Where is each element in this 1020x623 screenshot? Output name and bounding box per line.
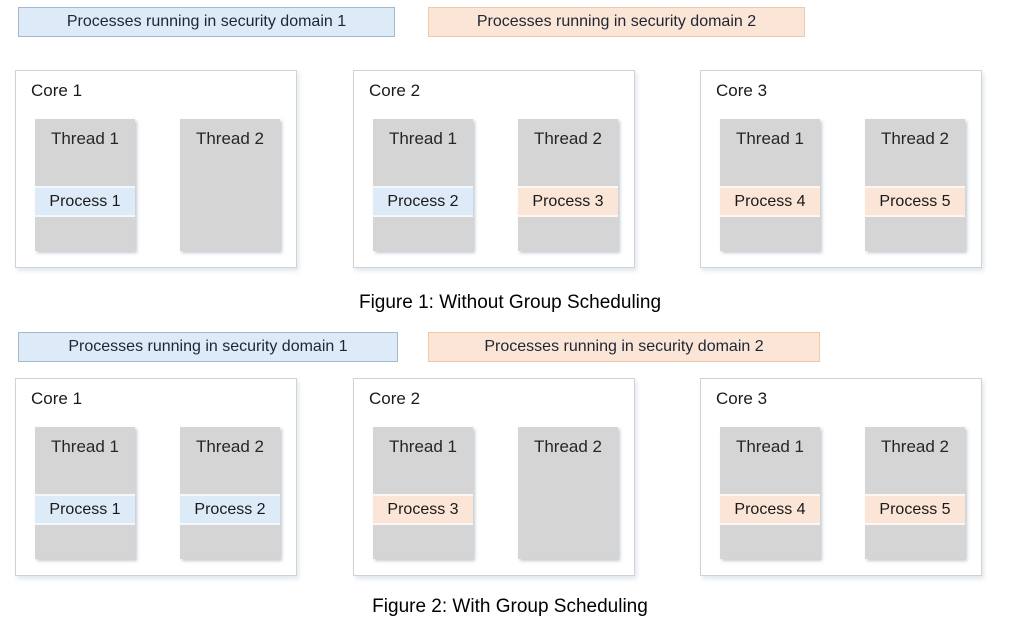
fig1-core2-thread2-process-label: Process 3 xyxy=(532,192,604,210)
fig2-core2-thread1-process: Process 3 xyxy=(373,494,473,525)
fig1-core1-thread1-process-label: Process 1 xyxy=(49,192,121,210)
fig2-core-2: Core 2 Thread 1 Process 3 Thread 2 xyxy=(353,378,635,576)
figure-2-caption: Figure 2: With Group Scheduling xyxy=(372,596,648,617)
fig1-core2-thread-2-label: Thread 2 xyxy=(533,129,603,148)
fig2-core1-thread2-process-label: Process 2 xyxy=(194,500,266,518)
fig2-core3-thread-1-label: Thread 1 xyxy=(735,437,805,456)
fig1-core3-thread-2-label: Thread 2 xyxy=(880,129,950,148)
fig2-core2-thread-2: Thread 2 xyxy=(518,427,618,559)
fig2-core2-thread-1: Thread 1 Process 3 xyxy=(373,427,473,559)
fig1-core-3-label: Core 3 xyxy=(716,81,768,100)
fig1-core1-thread-2-label: Thread 2 xyxy=(195,129,265,148)
fig2-legend-domain-2: Processes running in security domain 2 xyxy=(428,332,820,362)
fig1-core-3: Core 3 Thread 1 Process 4 Thread 2 Proce… xyxy=(700,70,982,268)
fig2-core1-thread2-process: Process 2 xyxy=(180,494,280,525)
figure-1-without-group-scheduling: Processes running in security domain 1 P… xyxy=(15,7,982,313)
fig2-core-3-label: Core 3 xyxy=(716,389,768,408)
fig2-core1-thread-2-label: Thread 2 xyxy=(195,437,265,456)
fig1-core3-thread2-process: Process 5 xyxy=(865,186,965,217)
fig2-core1-thread1-process-label: Process 1 xyxy=(49,500,121,518)
fig1-core3-thread-1: Thread 1 Process 4 xyxy=(720,119,820,251)
fig1-core1-thread-2: Thread 2 xyxy=(180,119,280,251)
figure-1-caption: Figure 1: Without Group Scheduling xyxy=(358,292,662,313)
fig2-core3-thread2-process: Process 5 xyxy=(865,494,965,525)
fig1-core2-thread1-process: Process 2 xyxy=(373,186,473,217)
fig2-core1-thread1-process: Process 1 xyxy=(35,494,135,525)
fig2-core-3: Core 3 Thread 1 Process 4 Thread 2 Proce… xyxy=(700,378,982,576)
fig1-legend-domain-2-label: Processes running in security domain 2 xyxy=(476,13,757,30)
fig1-core2-thread-1: Thread 1 Process 2 xyxy=(373,119,473,251)
fig2-core3-thread-2-label: Thread 2 xyxy=(880,437,950,456)
fig2-core3-thread1-process: Process 4 xyxy=(720,494,820,525)
figure-2-with-group-scheduling: Processes running in security domain 1 P… xyxy=(0,324,1020,623)
fig2-legend-domain-2-label: Processes running in security domain 2 xyxy=(484,338,764,355)
fig1-core-1: Core 1 Thread 1 Process 1 Thread 2 xyxy=(15,70,297,268)
fig1-core2-thread-2: Thread 2 Process 3 xyxy=(518,119,618,251)
fig2-legend-domain-1: Processes running in security domain 1 xyxy=(18,332,398,362)
fig2-core-2-label: Core 2 xyxy=(369,389,421,408)
fig1-core1-thread-1: Thread 1 Process 1 xyxy=(35,119,135,251)
fig1-legend-domain-2: Processes running in security domain 2 xyxy=(428,7,805,37)
fig2-core1-thread-2: Thread 2 Process 2 xyxy=(180,427,280,559)
fig2-core-1-label: Core 1 xyxy=(31,389,83,408)
fig2-legend-domain-1-label: Processes running in security domain 1 xyxy=(68,338,348,355)
fig1-legend-domain-1: Processes running in security domain 1 xyxy=(18,7,395,37)
fig1-core-1-label: Core 1 xyxy=(31,81,83,100)
fig2-core1-thread-1-label: Thread 1 xyxy=(50,437,120,456)
fig2-core2-thread1-process-label: Process 3 xyxy=(387,500,459,518)
fig1-core3-thread2-process-label: Process 5 xyxy=(879,192,951,210)
fig1-core-2: Core 2 Thread 1 Process 2 Thread 2 Proce… xyxy=(353,70,635,268)
fig1-core1-thread1-process: Process 1 xyxy=(35,186,135,217)
fig1-core1-thread-1-label: Thread 1 xyxy=(50,129,120,148)
fig1-core3-thread1-process: Process 4 xyxy=(720,186,820,217)
fig2-core3-thread-2: Thread 2 Process 5 xyxy=(865,427,965,559)
fig1-core2-thread1-process-label: Process 2 xyxy=(387,192,459,210)
fig1-core3-thread-1-label: Thread 1 xyxy=(735,129,805,148)
fig2-core-1: Core 1 Thread 1 Process 1 Thread 2 Proce… xyxy=(15,378,297,576)
fig1-core2-thread2-process: Process 3 xyxy=(518,186,618,217)
fig2-core3-thread-1: Thread 1 Process 4 xyxy=(720,427,820,559)
fig2-core3-thread2-process-label: Process 5 xyxy=(879,500,951,518)
fig2-core2-thread-2-label: Thread 2 xyxy=(533,437,603,456)
fig2-core1-thread-1: Thread 1 Process 1 xyxy=(35,427,135,559)
fig1-legend-domain-1-label: Processes running in security domain 1 xyxy=(66,13,347,30)
fig1-core-2-label: Core 2 xyxy=(369,81,421,100)
fig1-core3-thread-2: Thread 2 Process 5 xyxy=(865,119,965,251)
fig1-core2-thread-1-label: Thread 1 xyxy=(388,129,458,148)
fig2-core3-thread1-process-label: Process 4 xyxy=(734,500,806,518)
fig2-core2-thread-1-label: Thread 1 xyxy=(388,437,458,456)
fig1-core3-thread1-process-label: Process 4 xyxy=(734,192,806,210)
